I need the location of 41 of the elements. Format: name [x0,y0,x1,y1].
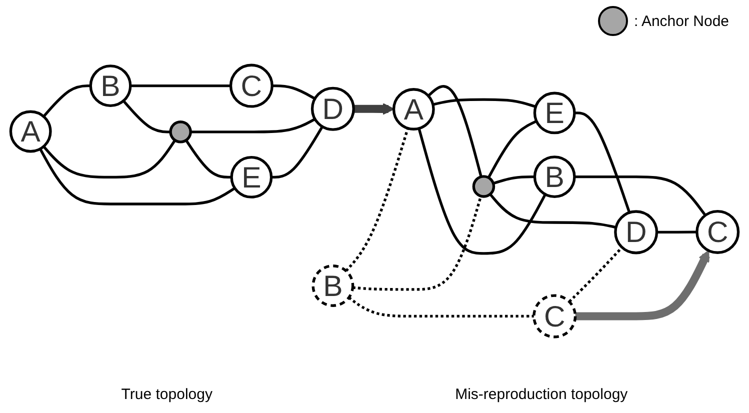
connector [656,230,697,234]
connector [427,85,482,178]
connector [345,128,410,272]
connector [487,120,538,178]
node-circle: B [89,64,132,107]
connector [418,128,546,255]
node-circle: E [230,156,273,198]
connector [122,100,171,134]
connector [492,175,535,185]
node-circle: E [533,92,576,134]
connector [574,175,706,216]
node-circle: D [614,210,658,254]
node-circle: B [533,156,576,198]
node-circle: B [312,264,354,307]
connector [574,112,631,214]
legend-text: : Anchor Node [634,12,729,30]
connector [42,140,176,179]
node-circle: C [229,64,274,108]
connector [352,196,482,291]
connector [39,148,236,206]
connector [272,84,316,100]
connector [432,98,536,108]
caption-text: Mis-reproduction topology [455,386,628,403]
arrow [574,250,710,320]
connector [489,193,616,229]
node-circle [169,120,192,144]
node-circle: A [392,88,435,130]
node-circle: D [310,86,355,131]
caption-text: True topology [121,386,212,403]
node-circle: C [532,294,577,338]
arrow [352,103,394,115]
node-circle: C [696,210,740,254]
connector [568,246,623,303]
connector [190,118,316,134]
connector [185,140,232,179]
connector [130,84,231,88]
connector [348,296,534,318]
connector [271,126,324,179]
node-circle: A [9,110,52,153]
node-circle [472,175,496,198]
connector [42,84,91,118]
